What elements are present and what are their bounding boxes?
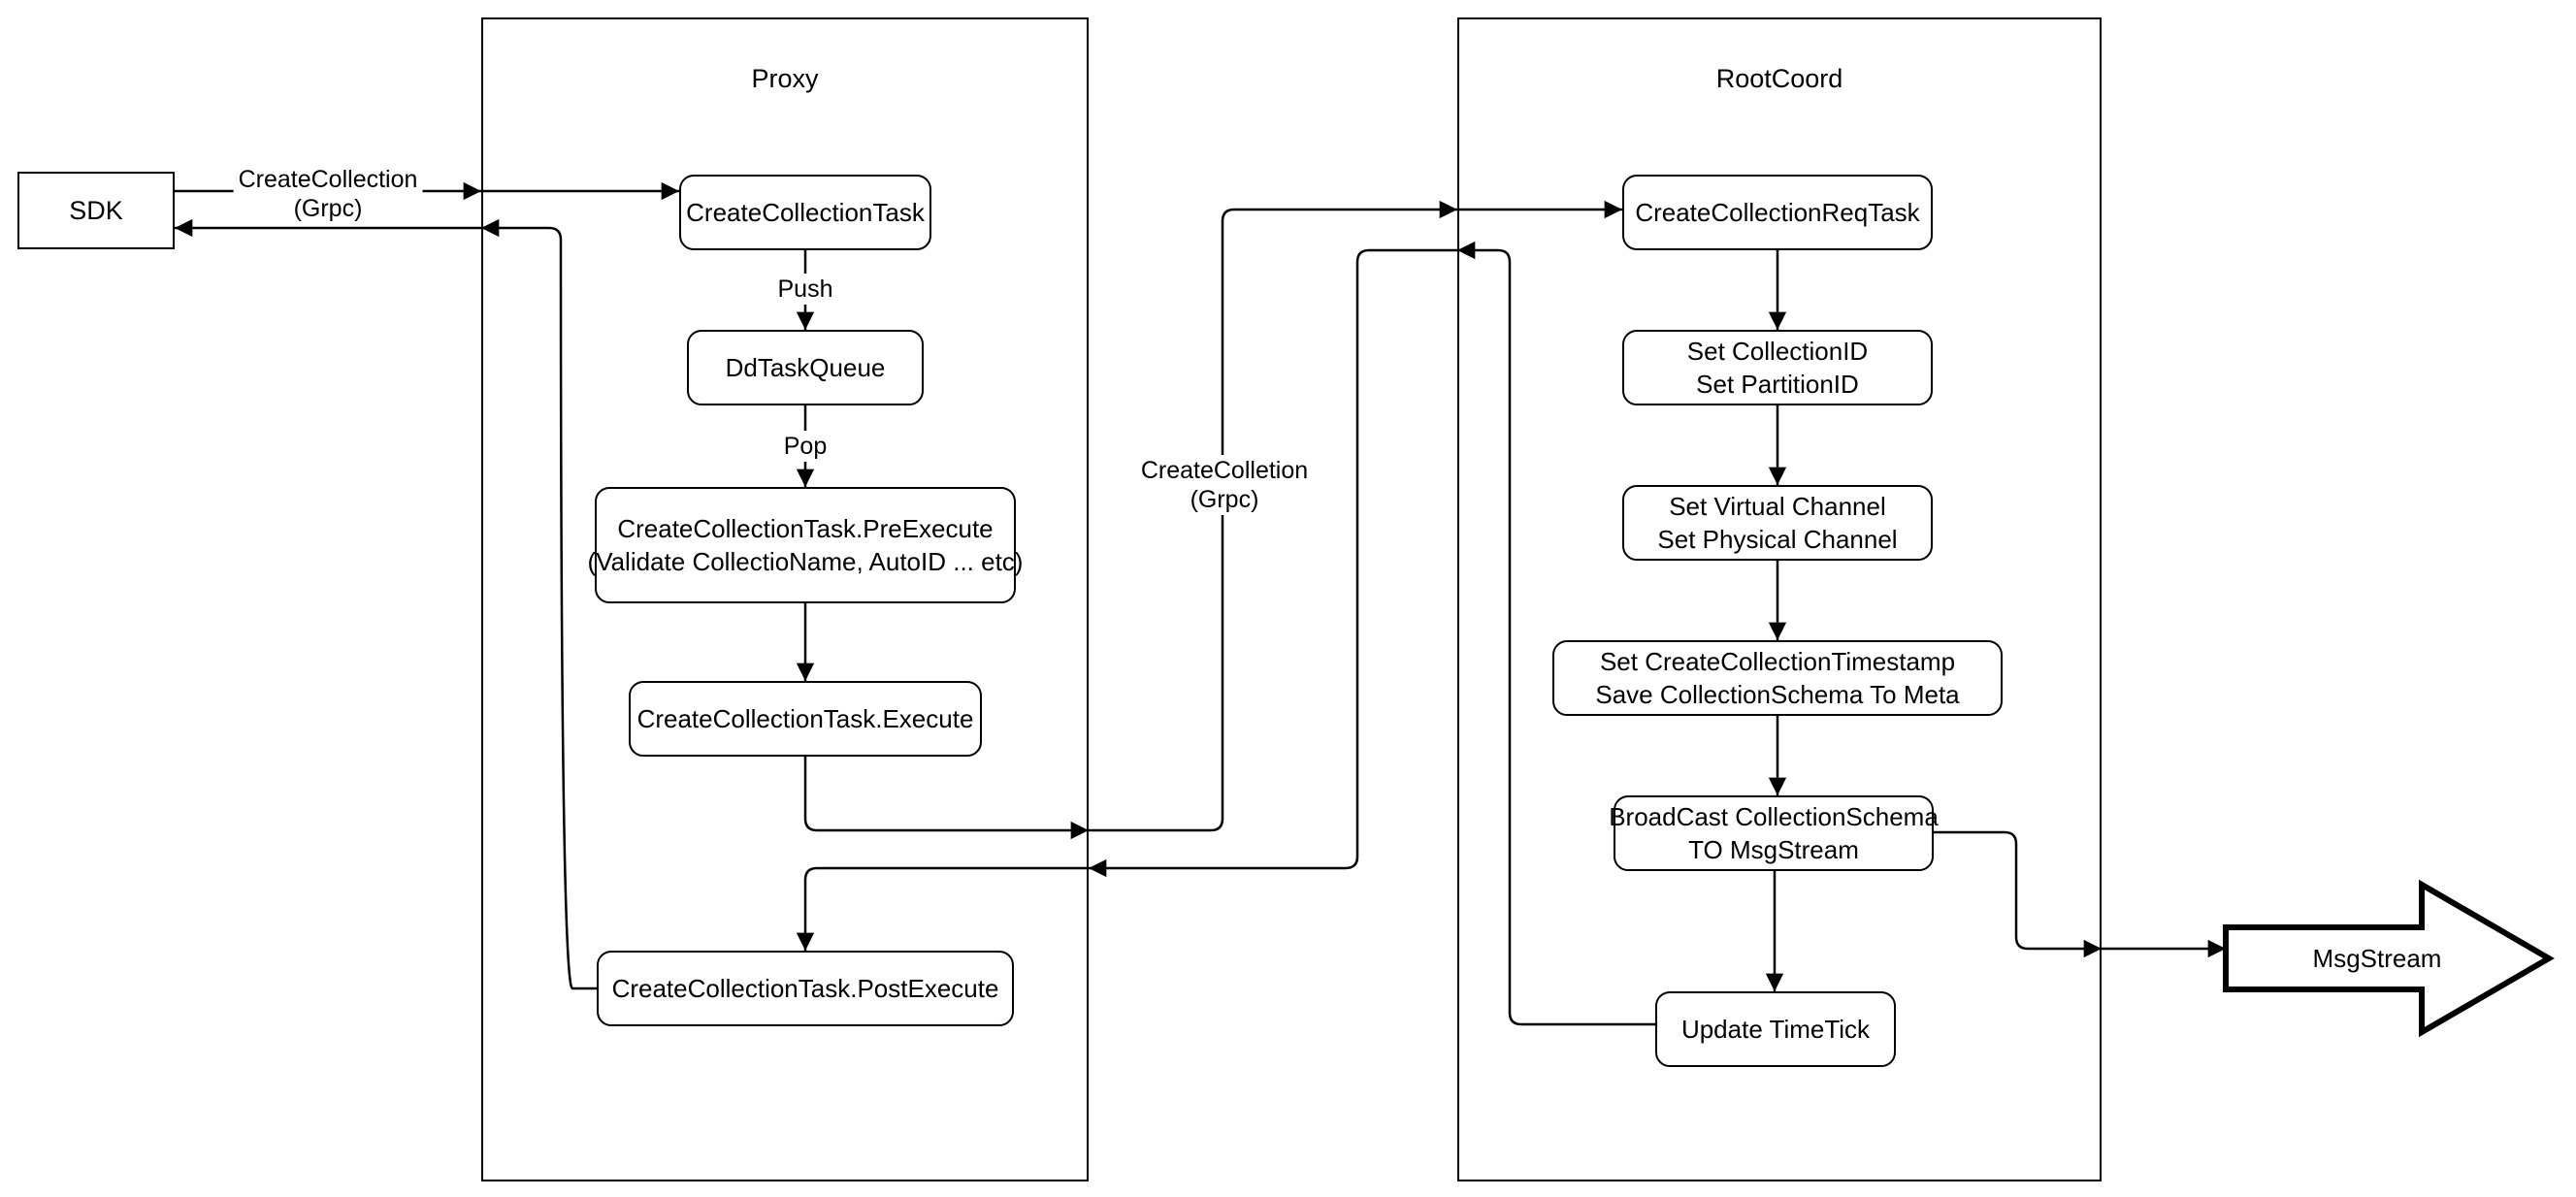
edge-proxy-border-to-postexecute	[796, 866, 1089, 951]
node-post-execute: CreateCollectionTask.PostExecute	[597, 951, 1014, 1026]
node-set-collection-id: Set CollectionID Set PartitionID	[1622, 330, 1933, 405]
edge-label-createcollection-grpc: CreateCollection (Grpc)	[233, 164, 423, 224]
rootcoord-container: RootCoord	[1457, 17, 2102, 1181]
edge-return-to-proxy-border	[1089, 248, 1457, 878]
rootcoord-title: RootCoord	[1715, 64, 1843, 93]
node-create-collection-task: CreateCollectionTask	[679, 175, 931, 250]
node-sdk: SDK	[17, 172, 175, 249]
node-broadcast: BroadCast CollectionSchema TO MsgStream	[1609, 795, 1939, 871]
msgstream-block-arrow	[2223, 879, 2555, 1038]
edge-label-pop: Pop	[778, 431, 832, 462]
node-create-collection-req-task: CreateCollectionReqTask	[1622, 175, 1933, 250]
node-execute: CreateCollectionTask.Execute	[629, 681, 982, 757]
node-pre-execute: CreateCollectionTask.PreExecute (Validat…	[588, 487, 1023, 603]
msgstream-label: MsgStream	[2312, 943, 2442, 973]
edge-updatetimetick-to-rootcoord-border	[1457, 241, 1655, 1026]
edge-postexecute-to-proxy-border	[480, 218, 597, 990]
node-set-virtual-channel: Set Virtual Channel Set Physical Channel	[1622, 485, 1933, 561]
edge-broadcast-to-rootcoord-border	[1934, 830, 2102, 958]
edge-execute-to-proxy-border	[803, 757, 1089, 840]
edge-grpc-to-rootcoord-border	[1089, 200, 1457, 832]
proxy-container: Proxy	[481, 17, 1089, 1181]
edge-label-createcolletion-grpc: CreateColletion (Grpc)	[1135, 455, 1314, 515]
node-dd-task-queue: DdTaskQueue	[687, 330, 924, 405]
edge-label-push: Push	[772, 274, 838, 305]
node-update-timetick: Update TimeTick	[1655, 991, 1896, 1067]
node-set-timestamp: Set CreateCollectionTimestamp Save Colle…	[1552, 640, 2003, 716]
proxy-title: Proxy	[751, 64, 819, 93]
